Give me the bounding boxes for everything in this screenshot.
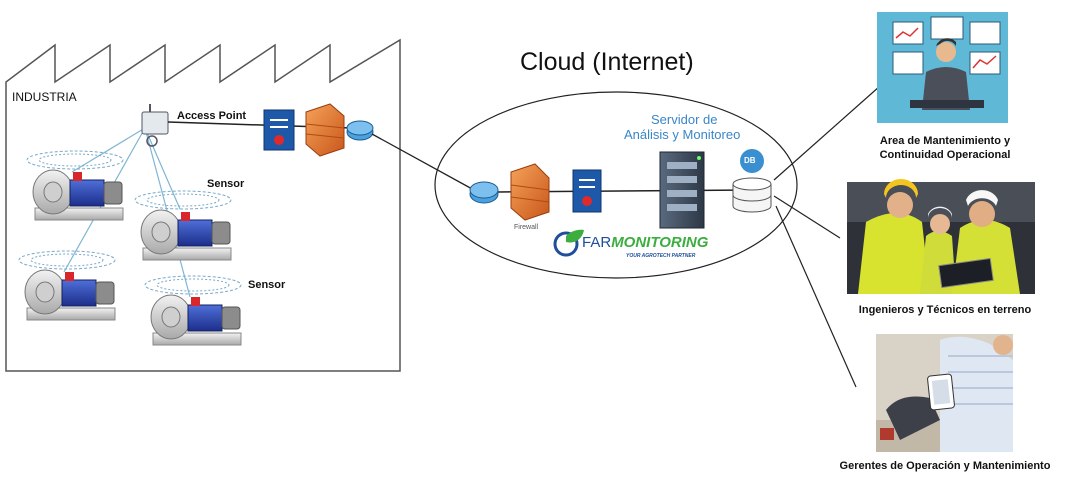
stakeholder-caption: Gerentes de Operación y Mantenimiento [822, 459, 1068, 473]
stakeholder-caption: Area de Mantenimiento y Continuidad Oper… [845, 134, 1045, 162]
server-icon [659, 151, 705, 229]
db-label: DB [744, 156, 756, 165]
sensor-label: Sensor [248, 279, 286, 291]
stakeholder-caption-line2: Continuidad Operacional [879, 149, 1011, 161]
brand-prefix: FAR [582, 234, 612, 251]
pump-icon [144, 275, 242, 346]
stakeholder-caption-line1: Ingenieros y Técnicos en terreno [858, 304, 1032, 316]
brand-wordmark: FARMONITORING [582, 234, 708, 251]
manager-tablet-image [876, 334, 1013, 452]
server-label-line1: Servidor de [651, 112, 718, 127]
firewall-label: Firewall [514, 224, 539, 231]
cloud-boundary [434, 91, 798, 279]
server-label-line2: Análisis y Monitoreo [624, 127, 741, 142]
brand-tagline: YOUR AGROTECH PARTNER [626, 253, 696, 259]
leaf-logo-icon [553, 229, 584, 257]
brand-suffix: MONITORING [611, 234, 709, 251]
stakeholder-caption-line1: Area de Mantenimiento y [879, 135, 1011, 147]
firewall-icon [510, 163, 550, 221]
stakeholder-caption-line1: Gerentes de Operación y Mantenimiento [839, 460, 1051, 472]
pump-icon [18, 250, 116, 321]
switch-icon [572, 169, 602, 213]
database-icon [732, 149, 772, 213]
pump-icon [26, 150, 124, 221]
firewall-icon [305, 103, 345, 157]
access-point-label: Access Point [177, 110, 247, 122]
sensor-label: Sensor [207, 178, 245, 190]
switch-icon [263, 109, 295, 151]
access-point-icon [141, 104, 169, 147]
router-icon [346, 120, 374, 141]
router-icon [469, 181, 499, 204]
stakeholder-caption: Ingenieros y Técnicos en terreno [835, 303, 1055, 317]
cloud-title: Cloud (Internet) [520, 48, 694, 76]
factory-outline [5, 38, 401, 372]
engineers-image [847, 179, 1035, 294]
factory-label: INDUSTRIA [12, 90, 77, 104]
pump-icon [134, 190, 232, 261]
monitoring-room-image [877, 12, 1008, 123]
